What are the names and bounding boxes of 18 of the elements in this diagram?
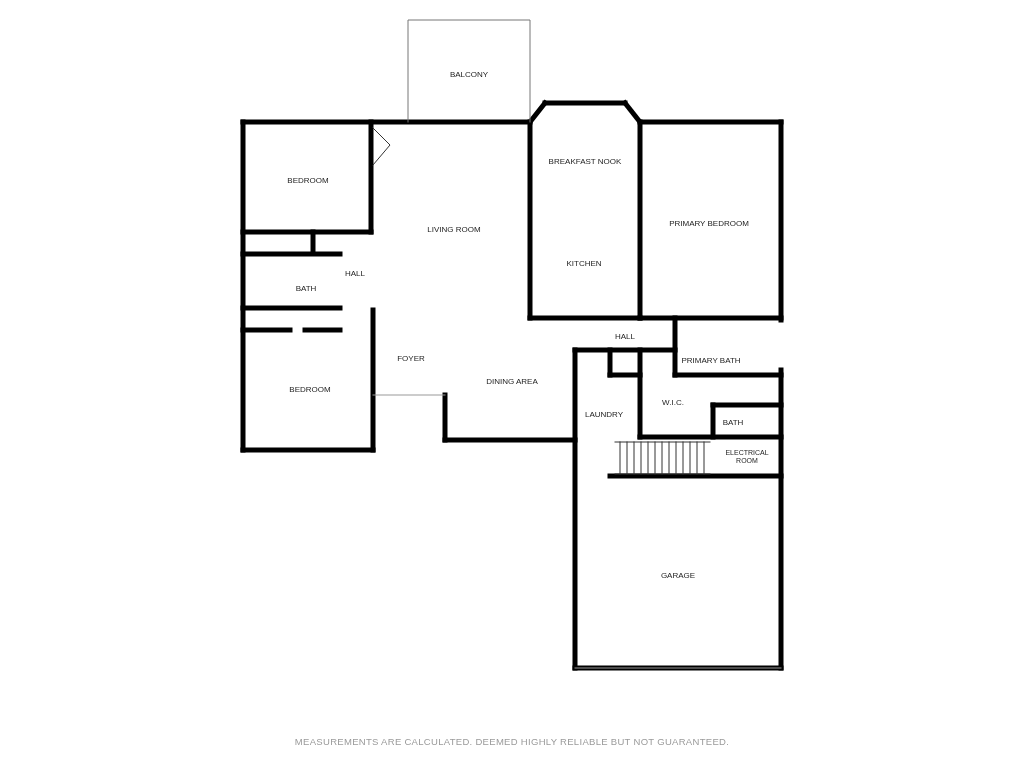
room-label: DINING AREA xyxy=(486,376,538,386)
room-label: LAUNDRY xyxy=(584,409,624,419)
room-label: PRIMARY BEDROOM xyxy=(669,218,749,228)
room-label: BALCONY xyxy=(449,69,489,79)
room-label: KITCHEN xyxy=(566,258,602,268)
room-label: PRIMARY BATH xyxy=(681,355,741,365)
room-label: BEDROOM xyxy=(287,175,329,185)
room-label: FOYER xyxy=(397,353,425,363)
room-label: BEDROOM xyxy=(289,384,331,394)
room-label: GARAGE xyxy=(660,570,696,580)
room-label: BATH xyxy=(295,283,317,293)
room-label: BREAKFAST NOOK xyxy=(548,156,622,166)
disclaimer-note: MEASUREMENTS ARE CALCULATED. DEEMED HIGHLY RELIABLE BUT NOT GUARANTEED. xyxy=(293,736,731,747)
room-label: LIVING ROOM xyxy=(427,224,481,234)
room-label: W.I.C. xyxy=(662,397,684,407)
room-label: HALL xyxy=(345,268,365,278)
room-label: HALL xyxy=(615,331,635,341)
room-label: BATH xyxy=(722,417,744,427)
